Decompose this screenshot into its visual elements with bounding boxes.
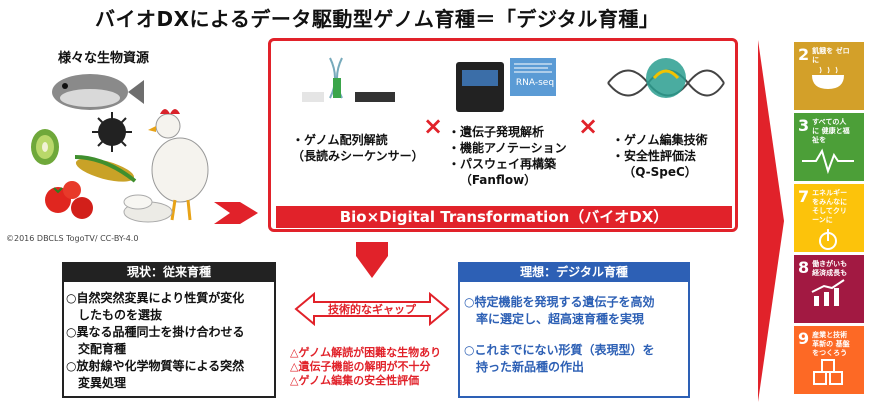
times-icon: × xyxy=(578,112,599,140)
big-right-arrow-icon xyxy=(758,40,784,402)
list-item: ○異なる品種同士を掛け合わせる xyxy=(66,325,245,339)
corn-icon xyxy=(74,155,137,183)
gap-warning-list: △ゲノム解読が困難な生物あり △遺伝子機能の解明が不十分 △ゲノム編集の安全性評… xyxy=(290,346,441,388)
list-item: ○特定機能を発現する遺伝子を高効 xyxy=(464,295,655,309)
bowl-icon xyxy=(812,66,844,89)
list-item: 持った新品種の作出 xyxy=(476,360,585,374)
sea-urchin-icon xyxy=(92,112,132,152)
dx-col2-item: ・遺伝子発現解析 xyxy=(448,125,545,139)
dx-col2-item: ・パスウェイ再構築 xyxy=(448,157,557,171)
current-breeding-header: 現状：従来育種 xyxy=(62,262,276,282)
double-arrow-icon xyxy=(294,292,450,326)
technical-gap-label: 技術的なギャップ xyxy=(328,303,416,316)
copyright-credit: ©2016 DBCLS TogoTV/ CC-BY-4.0 xyxy=(6,234,139,243)
cubes-icon xyxy=(813,359,843,385)
growth-chart-icon xyxy=(811,279,845,306)
digital-breeding-list: ○特定機能を発現する遺伝子を高効 率に選定し、超高速育種を実現 ○これまでにない… xyxy=(464,294,654,376)
resources-label: 様々な生物資源 xyxy=(58,51,150,66)
page-title: バイオDXによるデータ駆動型ゲノム育種＝「デジタル育種」 xyxy=(95,7,660,31)
dx-col2-item: ・機能アノテーション xyxy=(448,141,567,155)
dx-col3-item: ・ゲノム編集技術 xyxy=(612,133,708,147)
warning-item: △ゲノム解読が困難な生物あり xyxy=(290,346,442,359)
warning-item: △ゲノム編集の安全性評価 xyxy=(290,374,420,387)
list-item: 交配育種 xyxy=(78,342,127,356)
dna-editing-icon xyxy=(607,58,725,98)
digital-breeding-header: 理想：デジタル育種 xyxy=(458,262,690,282)
chicken-icon xyxy=(148,109,209,221)
silk-moth-icon xyxy=(123,194,173,223)
heartbeat-icon xyxy=(802,148,854,175)
dx-col1-list: ・ゲノム配列解読 （長読みシーケンサー） xyxy=(292,132,424,164)
sun-icon xyxy=(819,229,837,250)
right-arrow-icon xyxy=(214,202,258,224)
dx-col2-list: ・遺伝子発現解析 ・機能アノテーション ・パスウェイ再構築 （Fanflow） xyxy=(448,124,567,188)
dx-col2-item: （Fanflow） xyxy=(459,173,537,187)
pufferfish-icon xyxy=(52,74,144,110)
dx-col3-item: （Q-SpeC） xyxy=(623,165,697,179)
warning-item: △遺伝子機能の解明が不十分 xyxy=(290,360,431,373)
bio-dx-banner: Bio×Digital Transformation（バイオDX） xyxy=(276,206,732,228)
tomato-icon xyxy=(45,181,93,219)
rna-seq-label: RNA-seq xyxy=(515,78,555,88)
dx-col1-item: （長読みシーケンサー） xyxy=(292,149,424,163)
dx-col1-item: ・ゲノム配列解読 xyxy=(292,133,388,147)
list-item: 変異処理 xyxy=(78,376,127,390)
list-item: ○放射線や化学物質等による突然 xyxy=(66,359,245,373)
current-breeding-list: ○自然突然変異により性質が変化 したものを選抜 ○異なる品種同士を掛け合わせる … xyxy=(66,290,244,392)
list-item: したものを選抜 xyxy=(78,308,163,322)
digital-breeding-panel xyxy=(458,262,690,398)
dx-col3-list: ・ゲノム編集技術 ・安全性評価法 （Q-SpeC） xyxy=(612,132,708,180)
sequencer-icon xyxy=(302,57,395,102)
kiwi-icon xyxy=(31,129,59,165)
times-icon: × xyxy=(423,112,444,140)
down-arrow-icon xyxy=(356,242,388,278)
expression-analysis-icon xyxy=(456,58,556,112)
organism-illustrations xyxy=(31,74,209,223)
list-item: 率に選定し、超高速育種を実現 xyxy=(476,312,645,326)
list-item: ○これまでにない形質（表現型）を xyxy=(464,343,655,357)
list-item: ○自然突然変異により性質が変化 xyxy=(66,291,245,305)
dx-col3-item: ・安全性評価法 xyxy=(612,149,697,163)
current-breeding-panel xyxy=(62,262,276,398)
